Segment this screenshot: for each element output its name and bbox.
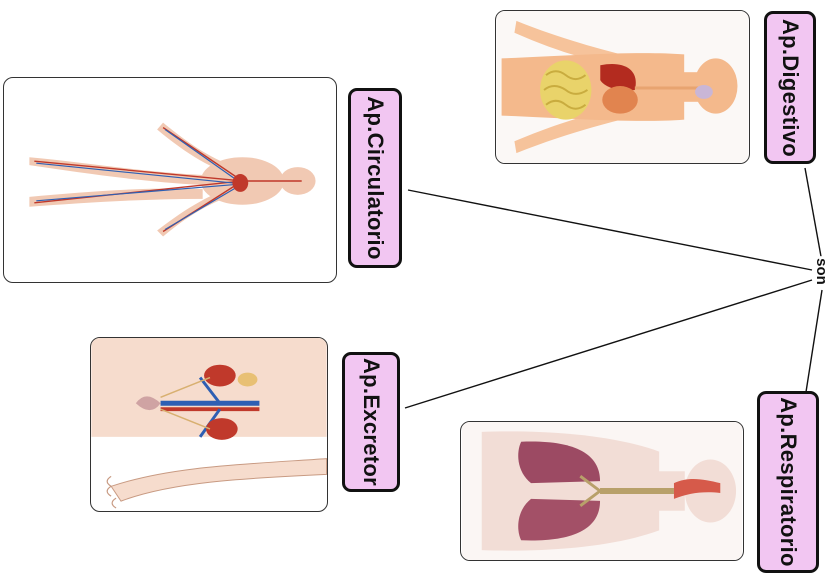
label-digestivo-text: Ap.Digestivo	[777, 18, 803, 156]
line-to-digestivo	[805, 168, 822, 262]
label-respiratorio-text: Ap.Respiratorio	[775, 397, 801, 567]
circulatory-system-illustration	[3, 77, 337, 283]
respiratory-body-icon	[461, 422, 743, 560]
label-circulatorio: Ap.Circulatorio	[348, 88, 402, 268]
label-excretor: Ap.Excretor	[342, 352, 400, 492]
line-to-respiratorio	[806, 290, 822, 392]
respiratory-system-illustration	[460, 421, 744, 561]
label-respiratorio: Ap.Respiratorio	[757, 391, 819, 573]
circulatory-body-icon	[4, 78, 336, 282]
digestive-system-illustration	[495, 10, 750, 164]
digestive-body-icon	[496, 11, 749, 163]
connector-label-son: son	[813, 256, 830, 287]
label-excretor-text: Ap.Excretor	[358, 358, 384, 486]
excretory-system-illustration	[90, 337, 328, 512]
label-circulatorio-text: Ap.Circulatorio	[362, 96, 388, 259]
line-to-circulatorio	[408, 190, 812, 270]
label-digestivo: Ap.Digestivo	[764, 11, 816, 164]
line-to-excretor	[405, 280, 812, 408]
excretory-body-icon	[91, 338, 327, 511]
